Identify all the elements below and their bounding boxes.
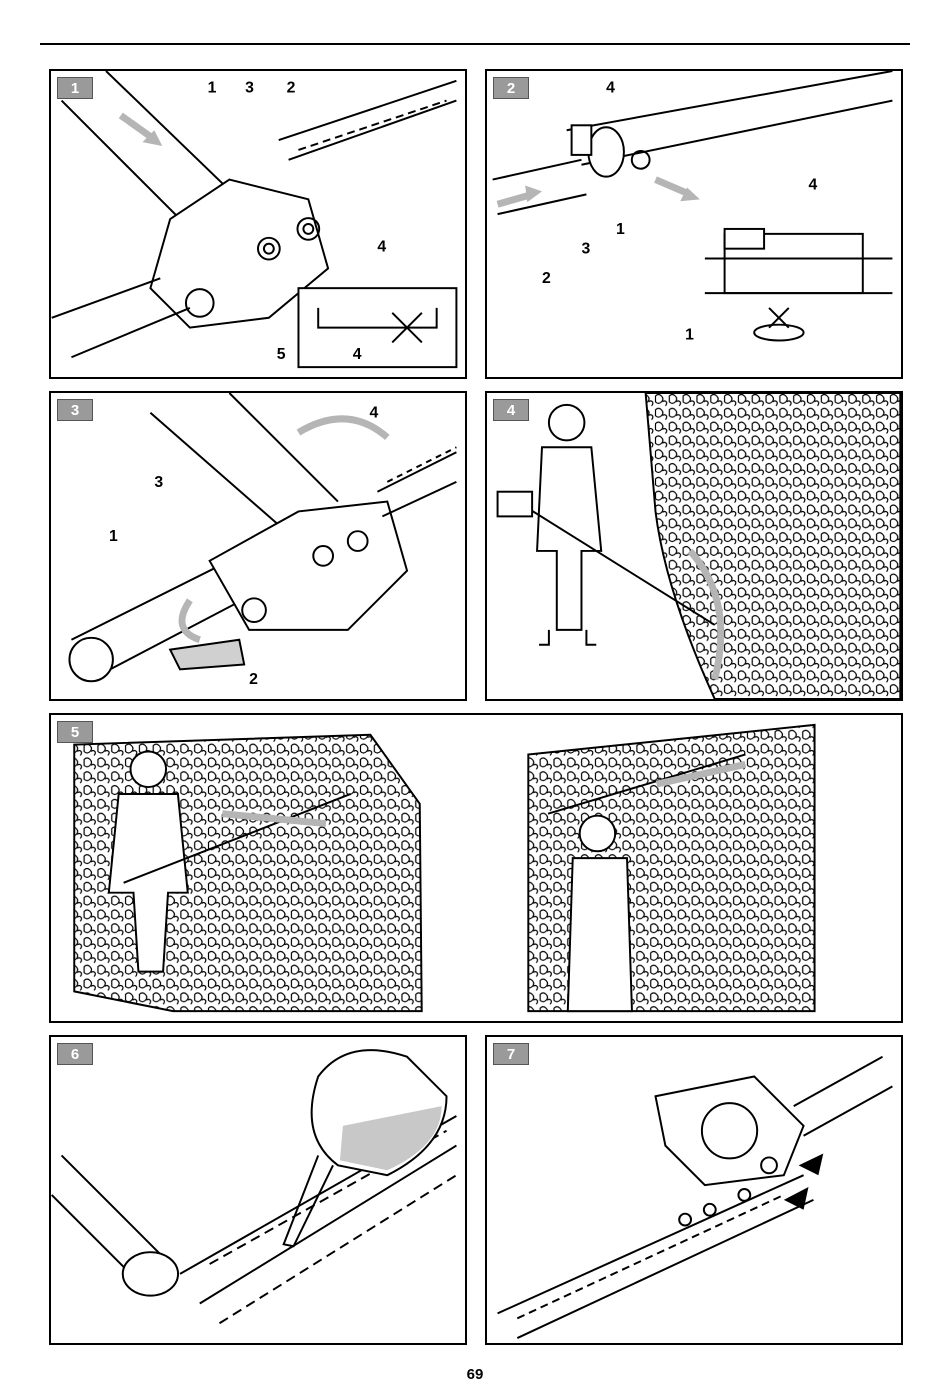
arrow-indicator-1 [799,1153,824,1175]
hedge [646,393,901,699]
figure-panel-2: 2 4 4 1 3 2 1 [485,69,903,379]
svg-text:1: 1 [208,80,217,97]
figure-badge-4: 4 [493,399,529,421]
figure-panel-6: 6 [49,1035,467,1345]
figure-illustration-2: 4 4 1 3 2 1 [487,71,901,377]
svg-text:1: 1 [616,221,625,238]
svg-text:3: 3 [245,80,254,97]
figure-badge-2: 2 [493,77,529,99]
svg-text:4: 4 [353,346,362,363]
figure-panel-3: 3 4 3 1 2 [49,391,467,701]
rotate-arrow-lever [182,600,200,639]
gear-housing [210,502,407,630]
svg-text:4: 4 [377,239,386,256]
figure-badge-1: 1 [57,77,93,99]
lower-tube [493,160,587,214]
shaft [794,1057,893,1136]
svg-text:3: 3 [581,241,590,258]
figure-badge-7: 7 [493,1043,529,1065]
svg-text:2: 2 [287,80,296,97]
figure-illustration-6 [51,1037,465,1343]
svg-text:5: 5 [277,346,286,363]
figure-panel-5: 5 [49,713,903,1023]
page-number: 69 [0,1366,950,1383]
figure-illustration-3: 4 3 1 2 [51,393,465,699]
lever [170,640,244,670]
header-rule [40,43,910,45]
svg-text:4: 4 [606,80,615,97]
figure-illustration-5 [51,715,901,1021]
arrow-indicator-2 [784,1187,809,1210]
svg-text:4: 4 [370,405,379,422]
svg-text:1: 1 [685,326,694,343]
svg-text:1: 1 [109,528,118,545]
svg-text:2: 2 [542,270,551,287]
figure-badge-5: 5 [57,721,93,743]
figure-panel-7: 7 [485,1035,903,1345]
figure-illustration-4 [487,393,901,699]
svg-text:2: 2 [249,671,258,688]
svg-text:4: 4 [809,176,818,193]
figure-panel-1: 1 1 3 2 4 5 4 [49,69,467,379]
figure-illustration-1: 1 3 2 4 5 4 [51,71,465,377]
svg-text:3: 3 [154,474,163,491]
figure-badge-3: 3 [57,399,93,421]
figure-panel-4: 4 [485,391,903,701]
blade-bar [498,1175,814,1338]
figure-illustration-7 [487,1037,901,1343]
figure-badge-6: 6 [57,1043,93,1065]
gear-head [656,1076,804,1185]
